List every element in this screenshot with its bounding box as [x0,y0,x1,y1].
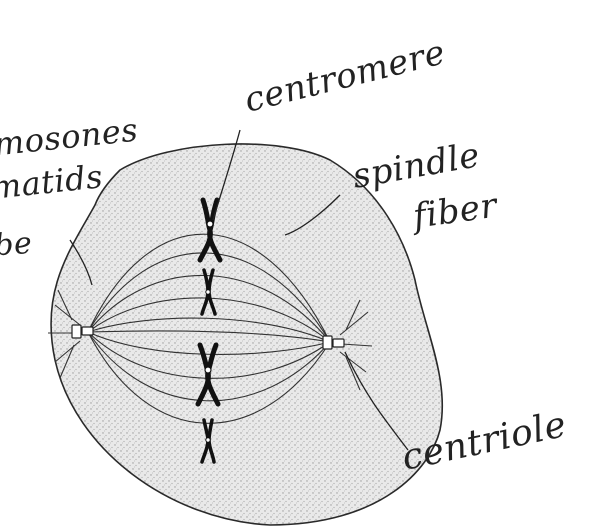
label-centromere: centromere [241,32,450,120]
label-fiber: fiber [408,185,501,237]
cell-membrane [51,144,442,525]
label-chromosomes-partial: mosones [0,111,140,164]
label-edge-partial: be [0,226,33,264]
label-spindle: spindle [350,135,483,197]
label-chromatids-partial: matids [0,157,105,207]
